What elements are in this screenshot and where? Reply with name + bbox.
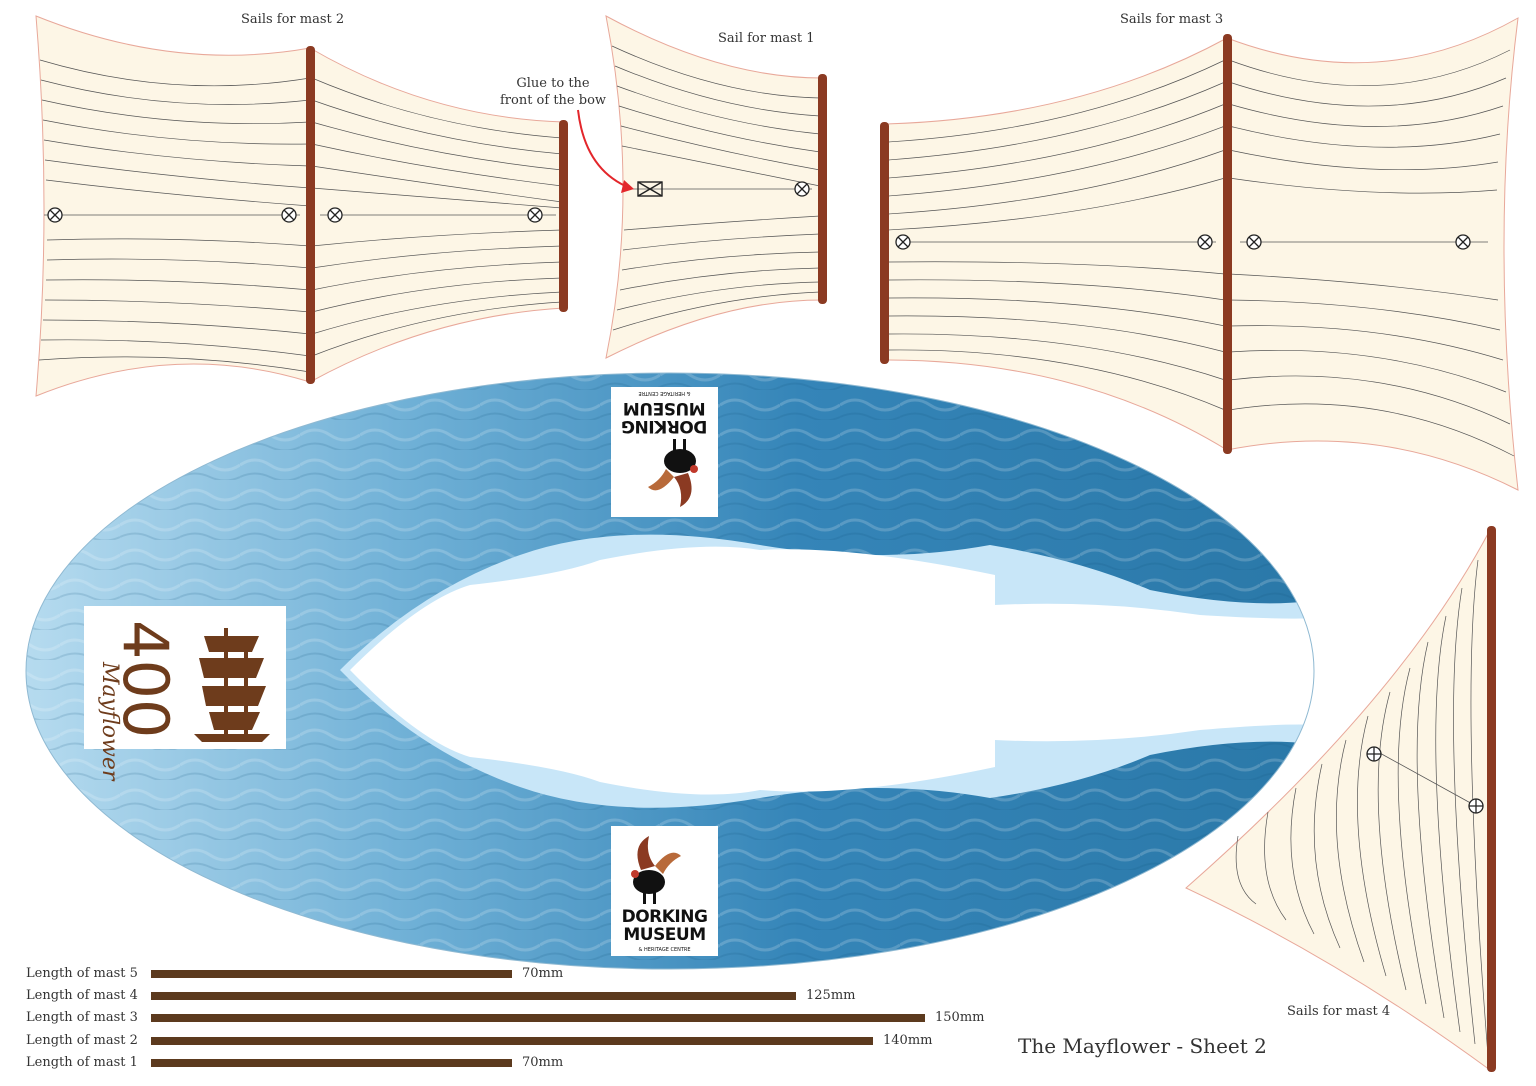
glue-instruction: Glue to the front of the bow bbox=[488, 75, 618, 109]
hole-marker-icon bbox=[327, 207, 343, 223]
mast-length-value: 70mm bbox=[522, 1055, 564, 1070]
sails-mast-3 bbox=[880, 17, 1519, 491]
sail-mast-3-left bbox=[885, 37, 1228, 451]
sheet-title: The Mayflower - Sheet 2 bbox=[1018, 1034, 1267, 1058]
dorking-top-sub: & HERITAGE CENTRE bbox=[638, 390, 691, 396]
mast-1-pole bbox=[818, 74, 827, 304]
label-sail-mast-1: Sail for mast 1 bbox=[718, 31, 815, 46]
glue-instruction-line1: Glue to the bbox=[516, 76, 590, 91]
mast-length-name: Length of mast 1 bbox=[26, 1055, 138, 1070]
label-sails-mast-3: Sails for mast 3 bbox=[1120, 12, 1224, 27]
hole-marker-icon bbox=[1197, 234, 1213, 250]
sails-mast-2 bbox=[35, 15, 568, 397]
mast-length-value: 70mm bbox=[522, 966, 564, 981]
mast-4-pole bbox=[1487, 526, 1496, 1072]
hole-marker-icon bbox=[527, 207, 543, 223]
mast-length-value: 150mm bbox=[935, 1010, 985, 1025]
glue-arrow-icon bbox=[577, 109, 631, 189]
hole-marker-icon bbox=[1455, 234, 1471, 250]
hole-marker-icon bbox=[895, 234, 911, 250]
mast-3-yard bbox=[880, 122, 889, 364]
mayflower-logo-number: 400 bbox=[109, 620, 182, 739]
mast-3-pole bbox=[1223, 34, 1232, 454]
sail-mast-3-right bbox=[1226, 17, 1519, 491]
dorking-bottom-sub: & HERITAGE CENTRE bbox=[638, 947, 691, 953]
dorking-museum-logo-top: DORKING MUSEUM & HERITAGE CENTRE bbox=[611, 387, 718, 517]
glue-tab-icon bbox=[637, 181, 663, 197]
mast-length-bar bbox=[151, 1059, 512, 1067]
dorking-bottom-line1: DORKING bbox=[621, 907, 708, 927]
sail-mast-4 bbox=[1185, 526, 1496, 1072]
rooster-icon bbox=[648, 439, 698, 507]
mast-length-name: Length of mast 5 bbox=[26, 966, 138, 981]
mast-length-name: Length of mast 2 bbox=[26, 1033, 138, 1048]
mast-length-bar bbox=[151, 1037, 873, 1045]
label-sails-mast-4: Sails for mast 4 bbox=[1287, 1004, 1391, 1019]
hole-marker-icon bbox=[47, 207, 63, 223]
dorking-top-line2: MUSEUM bbox=[623, 398, 706, 418]
hull-slot bbox=[350, 546, 1314, 795]
label-sails-mast-2: Sails for mast 2 bbox=[241, 12, 345, 27]
mast-length-value: 140mm bbox=[883, 1033, 933, 1048]
sea-base bbox=[25, 372, 1315, 970]
mast-length-bar bbox=[151, 1014, 925, 1022]
dorking-top-line1: DORKING bbox=[621, 416, 708, 436]
cut-markers bbox=[47, 181, 1484, 814]
mast-length-name: Length of mast 3 bbox=[26, 1010, 138, 1025]
dorking-bottom-line2: MUSEUM bbox=[623, 925, 706, 945]
hole-marker-icon bbox=[1468, 798, 1484, 814]
rooster-icon bbox=[631, 836, 681, 904]
sail-mast-2-left bbox=[35, 15, 311, 397]
mast-length-bar bbox=[151, 992, 796, 1000]
hole-marker-icon bbox=[1366, 746, 1382, 762]
dorking-museum-logo-bottom: DORKING MUSEUM & HERITAGE CENTRE bbox=[611, 826, 718, 956]
hole-marker-icon bbox=[1246, 234, 1262, 250]
glue-instruction-line2: front of the bow bbox=[499, 93, 607, 108]
mast-length-name: Length of mast 4 bbox=[26, 988, 138, 1003]
mayflower-400-emblem-icon bbox=[194, 628, 270, 742]
hole-marker-icon bbox=[794, 181, 810, 197]
mast-length-value: 125mm bbox=[806, 988, 856, 1003]
hole-marker-icon bbox=[281, 207, 297, 223]
mast-length-bar bbox=[151, 970, 512, 978]
mayflower-400-logo: Mayflower 400 bbox=[84, 606, 286, 780]
mast-2-pole bbox=[306, 46, 315, 384]
mast-2-yard bbox=[559, 120, 568, 312]
sail-mast-1 bbox=[577, 15, 827, 359]
